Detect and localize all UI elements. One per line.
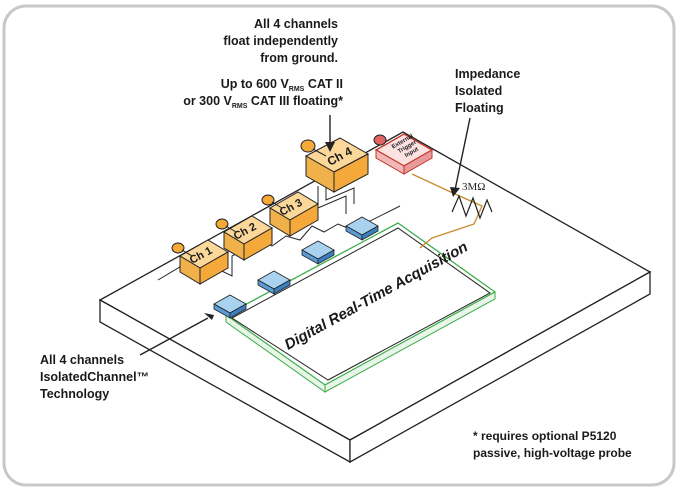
svg-text:* requires optional P5120: * requires optional P5120 <box>473 429 617 443</box>
frame-border <box>2 4 676 487</box>
arrow-to-resistor <box>454 117 471 191</box>
svg-text:IsolatedChannel™: IsolatedChannel™ <box>40 370 149 384</box>
board-front-right <box>349 270 651 464</box>
arrow-to-pad <box>139 317 209 356</box>
svg-text:float independently: float independently <box>223 34 338 48</box>
acquisition-module <box>224 222 497 393</box>
resistor <box>451 194 493 220</box>
isolation-pad <box>345 216 379 241</box>
resistor-label: 3MΩ <box>462 181 485 193</box>
isolation-pad <box>301 240 335 265</box>
channel-3-connector: Ch 3 <box>261 191 319 237</box>
svg-text:Floating: Floating <box>455 101 504 115</box>
channel-wiring <box>157 205 401 281</box>
float-annotation: All 4 channels float independently from … <box>223 17 338 65</box>
svg-text:Up to 600 VRMS CAT II: Up to 600 VRMS CAT II <box>221 77 343 93</box>
channel-2-connector: Ch 2 <box>215 215 273 261</box>
svg-text:passive, high-voltage probe: passive, high-voltage probe <box>473 446 632 460</box>
rating-annotation: Up to 600 VRMS CAT II or 300 VRMS CAT II… <box>183 77 343 110</box>
channel-1-connector: Ch 1 <box>171 239 229 285</box>
isolated-annotation: All 4 channels IsolatedChannel™ Technolo… <box>40 353 149 401</box>
impedance-annotation: Impedance Isolated Floating <box>455 67 520 115</box>
svg-text:All 4 channels: All 4 channels <box>40 353 124 367</box>
footnote: * requires optional P5120 passive, high-… <box>473 429 632 460</box>
svg-text:Technology: Technology <box>40 387 109 401</box>
svg-text:Impedance: Impedance <box>455 67 520 81</box>
svg-text:All 4 channels: All 4 channels <box>254 17 338 31</box>
isolation-pads <box>213 216 379 319</box>
isolation-pad <box>213 294 247 319</box>
arrows <box>139 115 471 356</box>
channel-4-connector: Ch 4 <box>300 137 370 193</box>
svg-text:from ground.: from ground. <box>260 51 338 65</box>
trigger-trace <box>411 173 483 249</box>
external-trigger-input: External Trigger Input <box>373 133 434 175</box>
svg-text:or 300 VRMS CAT III floating*: or 300 VRMS CAT III floating* <box>183 94 343 110</box>
isolation-pad <box>257 270 291 295</box>
svg-text:Isolated: Isolated <box>455 84 502 98</box>
